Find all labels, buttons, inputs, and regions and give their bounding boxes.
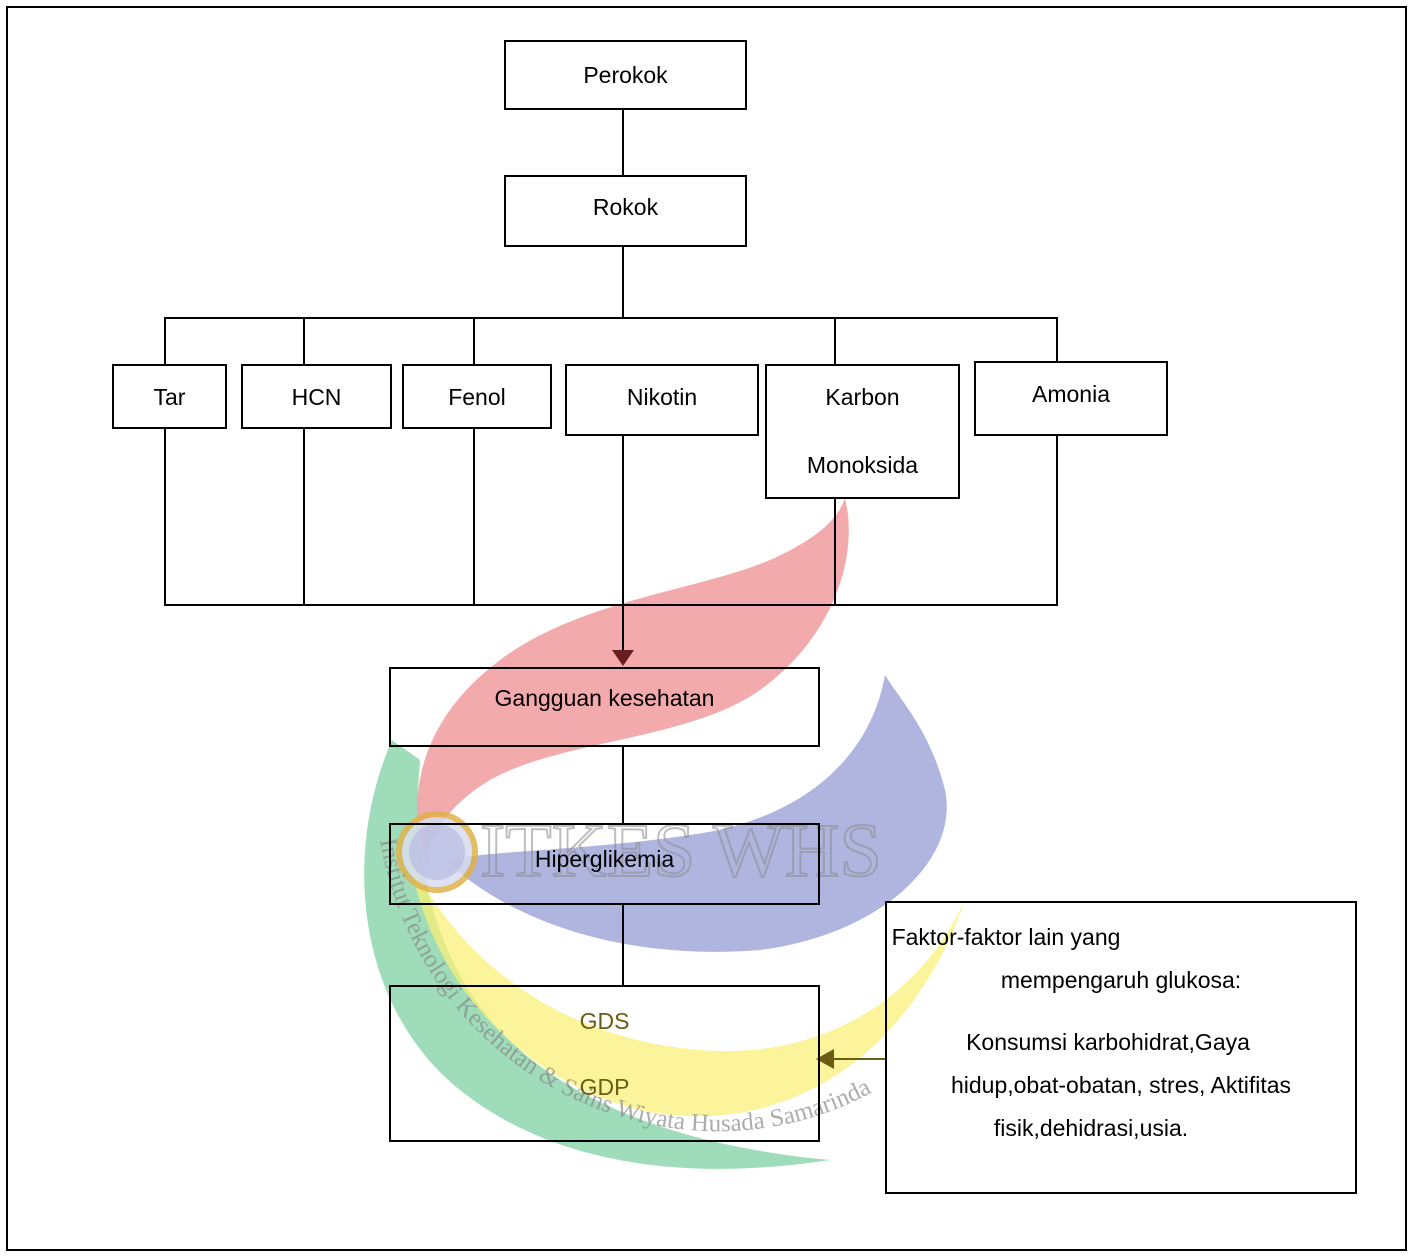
box-gangguan-kesehatan: Gangguan kesehatan [389, 667, 820, 747]
outer-frame [6, 6, 1407, 1251]
factors-arrow-line [828, 1058, 886, 1060]
rise-fenol [473, 427, 475, 605]
factors-line-1: Faktor-faktor lain yang [891, 924, 1121, 950]
top-branch-line [164, 317, 1058, 319]
connector-hiper-gds [622, 903, 624, 986]
drop-amonia [1056, 317, 1058, 362]
label-gdp: GDP [579, 1074, 630, 1100]
connector-rokok-branch [622, 245, 624, 318]
nikotin-arrow-line [622, 434, 624, 654]
box-hiperglikemia: Hiperglikemia [389, 823, 820, 905]
factors-line-4: hidup,obat-obatan, stres, Aktifitas [950, 1072, 1292, 1098]
logo-green-swoosh [364, 740, 830, 1169]
box-karbon-monoksida: Karbon Monoksida [765, 364, 960, 499]
label-rokok: Rokok [592, 194, 659, 220]
box-faktor-lain: Faktor-faktor lain yang mempengaruh gluk… [885, 901, 1357, 1194]
watermark-title: ITKES WHS [480, 809, 882, 893]
factors-line-3: Konsumsi karbohidrat,Gaya [966, 1029, 1250, 1055]
factors-arrow-head [816, 1049, 834, 1069]
rise-amonia [1056, 434, 1058, 605]
connector-perokok-rokok [622, 108, 624, 176]
label-hiperglikemia: Hiperglikemia [534, 846, 675, 872]
factors-line-5: fisik,dehidrasi,usia. [993, 1115, 1189, 1141]
box-gds-gdp: GDS GDP [389, 985, 820, 1142]
box-perokok: Perokok [504, 40, 747, 110]
box-tar: Tar [112, 364, 227, 429]
label-nikotin: Nikotin [626, 384, 698, 410]
nikotin-arrow-head [612, 650, 634, 666]
logo-yellow-swoosh [410, 860, 965, 1117]
label-gangguan: Gangguan kesehatan [494, 685, 715, 711]
logo-red-flame [417, 498, 849, 880]
connector-gangguan-hiper [622, 745, 624, 824]
drop-tar [164, 317, 166, 365]
rise-tar [164, 427, 166, 605]
box-rokok: Rokok [504, 175, 747, 247]
label-hcn: HCN [291, 384, 342, 410]
box-amonia: Amonia [974, 361, 1168, 436]
factors-line-2: mempengaruh glukosa: [1000, 967, 1242, 993]
label-gds: GDS [579, 1008, 630, 1034]
box-fenol: Fenol [402, 364, 552, 429]
drop-karbon [834, 317, 836, 365]
label-karbon: Karbon [825, 384, 900, 410]
drop-hcn [303, 317, 305, 365]
box-hcn: HCN [241, 364, 392, 429]
label-amonia: Amonia [1032, 381, 1110, 407]
box-nikotin: Nikotin [565, 364, 759, 436]
label-monoksida: Monoksida [806, 452, 919, 478]
bottom-branch-line [164, 604, 1058, 606]
label-tar: Tar [153, 384, 186, 410]
rise-karbon [834, 497, 836, 605]
label-perokok: Perokok [583, 62, 668, 88]
label-fenol: Fenol [448, 384, 506, 410]
drop-fenol [473, 317, 475, 365]
logo-blue-swoosh [445, 675, 947, 952]
rise-hcn [303, 427, 305, 605]
